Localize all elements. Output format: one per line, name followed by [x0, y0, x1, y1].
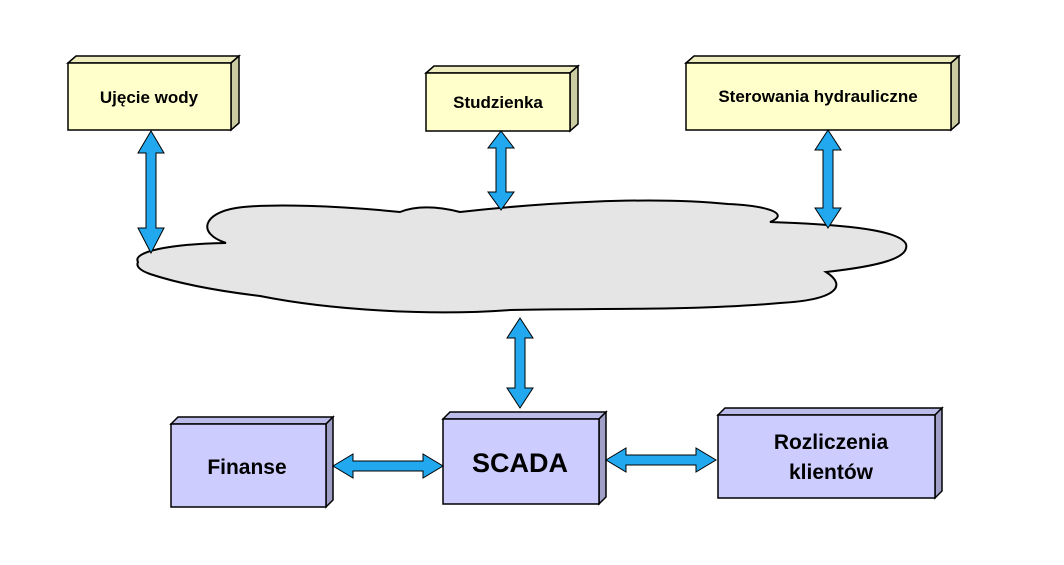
box-finanse: Finanse [169, 415, 335, 509]
box-ujecie-wody-label: Ujęcie wody [100, 88, 199, 107]
box-sterowania-hydrauliczne: Sterowania hydrauliczne [684, 54, 961, 132]
box-rozliczenia-klientow: Rozliczenia klientów [716, 406, 944, 500]
arrow-sterowania-cloud [814, 129, 842, 229]
box-finanse-label: Finanse [207, 456, 286, 479]
arrow-cloud-scada [506, 317, 534, 409]
box-rozliczenia-label-line1: Rozliczenia [774, 431, 889, 454]
box-studzienka-label: Studzienka [453, 93, 543, 112]
arrow-finanse-scada [332, 453, 444, 479]
box-rozliczenia-label-line2: klientów [789, 461, 874, 484]
arrow-scada-rozliczenia [605, 447, 717, 473]
arrow-studzienka-cloud [486, 130, 516, 211]
box-scada-label: SCADA [472, 448, 568, 478]
box-ujecie-wody: Ujęcie wody [66, 54, 241, 132]
box-studzienka: Studzienka [424, 64, 580, 133]
box-scada: SCADA [441, 410, 608, 506]
arrow-ujecie-cloud [137, 130, 165, 255]
network-cloud [136, 199, 908, 314]
box-sterowania-hydrauliczne-label: Sterowania hydrauliczne [718, 87, 917, 106]
